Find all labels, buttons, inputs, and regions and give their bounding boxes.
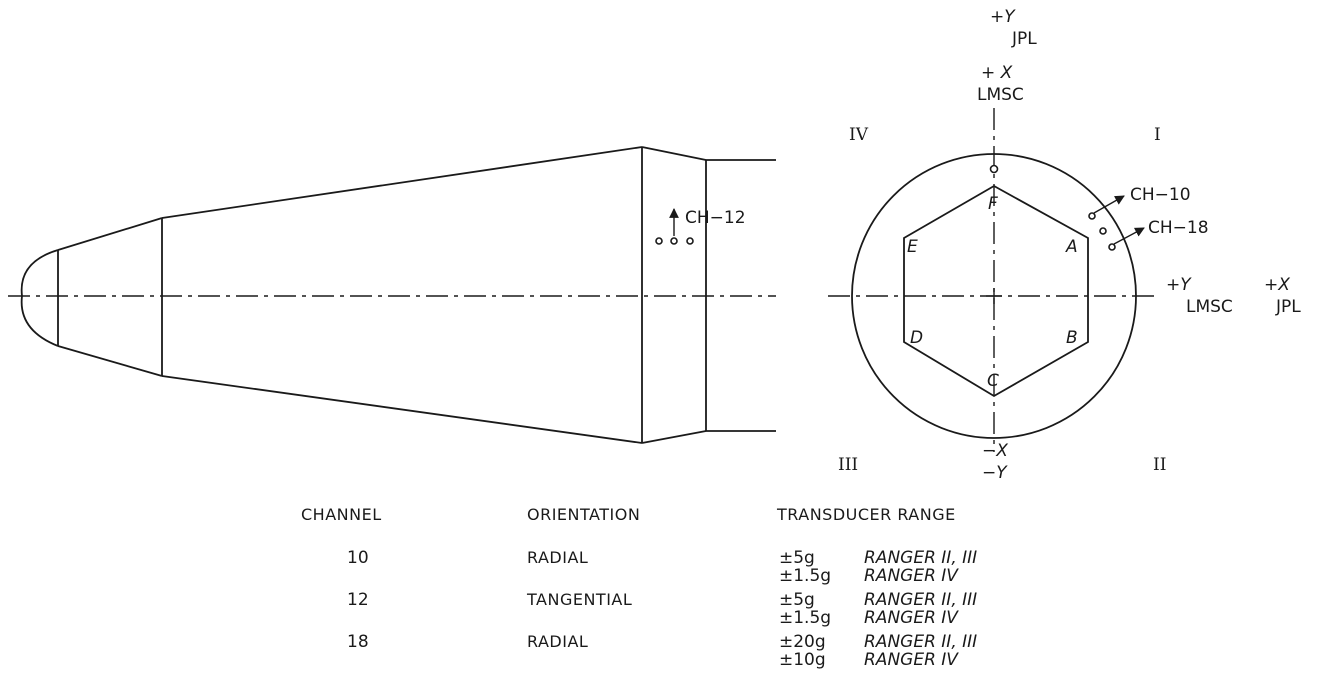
axis-label-plus-x-top: + X bbox=[981, 63, 1013, 83]
axis-label-plus-x-right: +X bbox=[1264, 275, 1290, 295]
ring-top bbox=[641, 146, 707, 161]
axis-label-plus-y-right: +Y bbox=[1166, 275, 1192, 295]
forward-cone-bottom bbox=[57, 345, 163, 377]
ch18-transducer-point bbox=[1108, 243, 1116, 251]
aft-end-view: CH−10 CH−18 F A B C D E IV I III II +Y J… bbox=[828, 7, 1301, 483]
aft-cone-bottom bbox=[161, 375, 643, 444]
table-row-orientation: RADIAL bbox=[527, 548, 588, 567]
ch10-transducer-point bbox=[1088, 212, 1096, 220]
vertex-f-label: F bbox=[988, 194, 998, 214]
ch10-arrow bbox=[1093, 195, 1125, 214]
table-header-range: TRANSDUCER RANGE bbox=[776, 505, 956, 524]
quadrant-ii-label: II bbox=[1153, 455, 1166, 475]
spacecraft-hexagon bbox=[903, 184, 1089, 398]
quadrant-iii-label: III bbox=[838, 455, 858, 475]
ch18-arrow bbox=[1113, 227, 1145, 245]
ch12-transducer-point bbox=[670, 237, 678, 245]
vertex-a-label: A bbox=[1065, 237, 1078, 257]
shroud-side-view: CH−12 bbox=[8, 146, 776, 444]
quadrant-iv-label: IV bbox=[849, 125, 869, 145]
table-row-orientation: RADIAL bbox=[527, 632, 588, 651]
table-row-channel: 10 bbox=[347, 548, 369, 568]
axis-label-lmsc-top: LMSC bbox=[977, 85, 1024, 105]
vertex-d-label: D bbox=[910, 328, 923, 348]
aft-cone-top bbox=[161, 146, 643, 219]
vertex-b-label: B bbox=[1066, 328, 1078, 348]
quadrant-i-label: I bbox=[1154, 125, 1161, 145]
table-header-channel: CHANNEL bbox=[301, 505, 382, 524]
table-row-channel: 12 bbox=[347, 590, 369, 610]
range-mission: RANGER IV bbox=[864, 566, 959, 586]
table-row-channel: 18 bbox=[347, 632, 369, 652]
ch12-label: CH−12 bbox=[685, 208, 746, 228]
vertex-e-label: E bbox=[907, 237, 918, 257]
range-mission: RANGER II, III bbox=[864, 632, 977, 652]
channel-table: CHANNEL ORIENTATION TRANSDUCER RANGE 10 … bbox=[301, 505, 977, 670]
forward-cone-top bbox=[57, 217, 163, 251]
range-mission: RANGER IV bbox=[864, 608, 959, 628]
range-value: ±1.5g bbox=[779, 566, 831, 586]
table-header-orientation: ORIENTATION bbox=[527, 505, 640, 524]
axis-label-lmsc-right: LMSC bbox=[1186, 297, 1233, 317]
axis-label-minus-y-bottom: −Y bbox=[982, 463, 1008, 483]
outer-shroud-circle bbox=[851, 153, 1137, 439]
mid-transducer-point bbox=[1099, 227, 1107, 235]
axis-label-minus-x-bottom: −X bbox=[982, 441, 1008, 461]
ch18-label: CH−18 bbox=[1148, 218, 1209, 238]
range-value: ±5g bbox=[779, 548, 815, 568]
ch10-label: CH−10 bbox=[1130, 185, 1191, 205]
ch12-transducer-point bbox=[686, 237, 694, 245]
axis-label-jpl-right: JPL bbox=[1275, 297, 1301, 317]
range-value: ±1.5g bbox=[779, 608, 831, 628]
top-transducer-point bbox=[989, 164, 999, 174]
range-mission: RANGER II, III bbox=[864, 590, 977, 610]
ring-bottom bbox=[641, 430, 707, 444]
range-mission: RANGER IV bbox=[864, 650, 959, 670]
nose-cap bbox=[20, 249, 59, 347]
range-value: ±10g bbox=[779, 650, 826, 670]
ch12-transducer-point bbox=[655, 237, 663, 245]
table-row-orientation: TANGENTIAL bbox=[526, 590, 632, 609]
range-mission: RANGER II, III bbox=[864, 548, 977, 568]
axis-label-plus-y-top: +Y bbox=[990, 7, 1016, 27]
axis-label-jpl-top: JPL bbox=[1011, 29, 1037, 49]
range-value: ±5g bbox=[779, 590, 815, 610]
vertex-c-label: C bbox=[987, 371, 999, 391]
range-value: ±20g bbox=[779, 632, 826, 652]
